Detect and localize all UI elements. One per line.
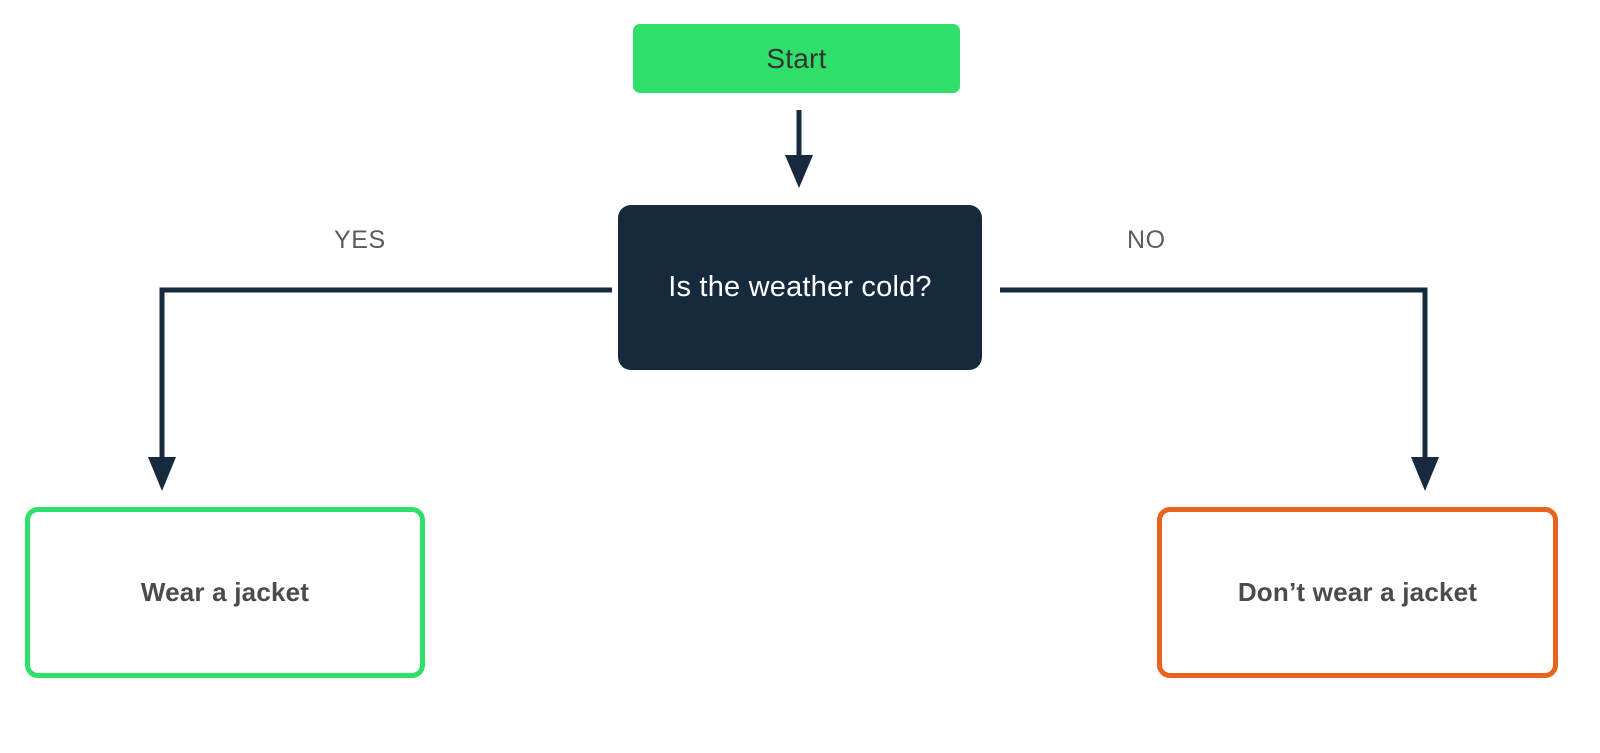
edge-decision-to-no-path (1000, 287, 1428, 459)
node-yes-outcome-label: Wear a jacket (140, 577, 310, 607)
node-start[interactable]: Start (633, 24, 960, 93)
node-no-outcome[interactable]: Don’t wear a jacket (1157, 507, 1558, 678)
edge-start-to-decision-arrowhead (785, 155, 813, 188)
edge-start-to-decision (785, 110, 813, 188)
node-decision[interactable]: Is the weather cold? (618, 205, 982, 370)
node-yes-outcome[interactable]: Wear a jacket (25, 507, 425, 678)
edge-label-no: NO (1127, 226, 1166, 254)
node-no-outcome-label: Don’t wear a jacket (1237, 577, 1478, 607)
edge-decision-to-yes (148, 287, 612, 491)
node-decision-label: Is the weather cold? (668, 271, 932, 303)
edge-decision-to-yes-arrowhead (148, 457, 176, 491)
edge-label-yes: YES (334, 226, 386, 254)
edge-decision-to-no (1000, 287, 1439, 491)
edge-decision-to-yes-path (159, 287, 612, 459)
node-start-label: Start (766, 42, 827, 74)
edge-decision-to-no-arrowhead (1411, 457, 1439, 491)
